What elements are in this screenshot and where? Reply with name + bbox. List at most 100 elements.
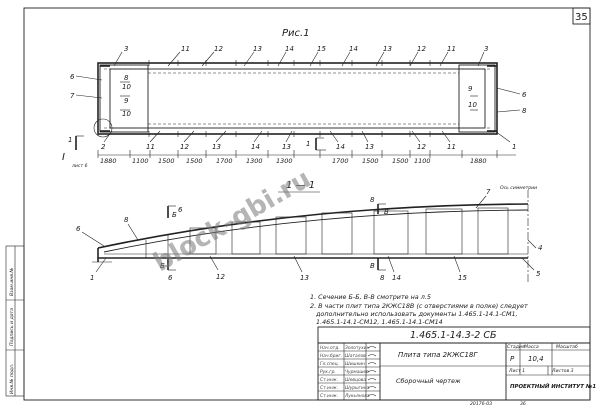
- callouts-bottom: 2 11 12 13 14 13 14 13 12 11 1: [101, 130, 516, 151]
- symmetry-axis-label: Ось симметрии: [500, 185, 537, 191]
- callout-label: 10: [468, 101, 477, 109]
- slab-inner-outline: [109, 68, 486, 129]
- dimension-value: 1500: [158, 157, 175, 165]
- callouts-right: 6 8 9 10: [468, 85, 527, 115]
- callout-label: 14: [251, 143, 260, 151]
- section-panels: [145, 207, 509, 258]
- document-code: 1.465.1-14.3-2 СБ: [410, 330, 497, 341]
- cut-mark-value: 8: [380, 274, 385, 282]
- callout-label: 13: [282, 143, 291, 151]
- dimension-value: 1300: [246, 157, 263, 165]
- section-callout: 1: [90, 274, 94, 282]
- callout-label: 7: [70, 92, 75, 100]
- callout-label: 14: [285, 45, 294, 53]
- callout-label: 11: [447, 143, 456, 151]
- note-line: дополнительно использовать документы 1.4…: [315, 310, 518, 318]
- organization: ПРОЕКТНЫЙ ИНСТИТУТ №1: [510, 382, 596, 390]
- callouts-left: 6 7 2 8 10 9 10: [70, 73, 131, 118]
- col-header: Масштаб: [556, 344, 578, 350]
- signature-rows: Нач.отд. Нач.бриг. Гл.спец. Рук.гр. Ст.и…: [320, 345, 377, 399]
- cut-mark-label: В: [370, 262, 375, 270]
- cut-mark-label: Б: [160, 262, 165, 270]
- callout-label: 11: [146, 143, 155, 151]
- section-callout: 13: [300, 274, 309, 282]
- section-title: 1 — 1: [286, 180, 315, 191]
- signer-name: Шаталов: [345, 353, 366, 359]
- stage-value: Р: [510, 355, 515, 363]
- signer-name: Лукьянова: [344, 393, 370, 399]
- callout-label: 12: [417, 143, 426, 151]
- section-mark-1-mid: 1: [306, 140, 310, 148]
- col-header: Стадия: [507, 344, 525, 350]
- section-callout: 15: [458, 274, 467, 282]
- bottom-num: 36: [520, 401, 526, 406]
- note-line: 2. В части плит типа 2КЖС18В (с отверсти…: [310, 302, 528, 310]
- callout-label: 13: [383, 45, 392, 53]
- callout-label: 14: [336, 143, 345, 151]
- note-line: 1. Сечение Б-Б, В-В смотрите на л.5: [310, 293, 431, 301]
- sheet-label: Лист 1: [508, 368, 525, 374]
- drawing-type: Сборочный чертеж: [396, 377, 461, 385]
- dimension-value: 1100: [132, 157, 149, 165]
- notes: 1. Сечение Б-Б, В-В смотрите на л.5 2. В…: [310, 293, 528, 326]
- watermark: block-gbi.ru: [149, 164, 317, 278]
- dimension-value: 1100: [414, 157, 431, 165]
- product-name: Плита типа 2КЖС18Г: [398, 351, 478, 359]
- cut-mark-value: 8: [370, 196, 375, 204]
- callout-label: 9: [468, 85, 473, 93]
- role-label: Нач.бриг.: [320, 353, 342, 359]
- callout-label: 2: [101, 143, 106, 151]
- sheets-label: Листов 3: [551, 368, 574, 374]
- callout-label: 12: [180, 143, 189, 151]
- callout-label: 14: [349, 45, 358, 53]
- role-label: Нач.отд.: [320, 345, 340, 351]
- callout-label: 11: [181, 45, 190, 53]
- dimension-value: 1500: [392, 157, 409, 165]
- cut-marks: Б 6 Б 6 В 8 В 8: [160, 196, 389, 282]
- bottom-code: 20176-03: [470, 401, 492, 406]
- title-block: 1.465.1-14.3-2 СБ Плита типа 2КЖС18Г Сбо…: [317, 326, 596, 401]
- page-number: 35: [575, 12, 588, 23]
- section-callout: 5: [536, 270, 541, 278]
- dimension-value: 1700: [216, 157, 233, 165]
- cut-mark-label: В: [384, 208, 389, 216]
- signer-name: Шишкин: [345, 361, 365, 367]
- callout-label: 3: [124, 45, 128, 53]
- callout-label: 3: [484, 45, 488, 53]
- callout-label: 10: [122, 110, 131, 118]
- callout-label: 15: [317, 45, 326, 53]
- section-mark-I: I: [62, 152, 65, 163]
- section-mark-1-left: 1: [68, 136, 72, 144]
- role-label: Рук.гр.: [320, 369, 336, 375]
- signer-name: Шевцова: [345, 377, 366, 383]
- mass-value: 10,4: [528, 355, 544, 363]
- side-stamp-label: Взам.инв.№: [9, 268, 15, 296]
- sheet-frame: [23, 7, 591, 401]
- callout-label: 10: [122, 83, 131, 91]
- section-view: 1 — 1 Ось симметрии: [76, 180, 542, 282]
- section-callout: 8: [124, 216, 129, 224]
- section-callout: 4: [538, 244, 542, 252]
- callout-label: 6: [70, 73, 75, 81]
- callout-label: 8: [522, 107, 527, 115]
- sheet-ref: лист 6: [71, 163, 88, 169]
- dimension-value: 1880: [470, 157, 487, 165]
- side-stamp-label: Инв.№ подл.: [9, 364, 15, 394]
- side-stamp: Инв.№ подл. Подпись и дата Взам.инв.№: [5, 245, 25, 397]
- callout-label: 8: [124, 74, 129, 82]
- role-label: Ст.инж.: [320, 393, 338, 399]
- callout-label: 13: [253, 45, 262, 53]
- callout-label: 12: [417, 45, 426, 53]
- callout-label: 13: [365, 143, 374, 151]
- end-panel-left: [99, 64, 149, 133]
- dimension-value: 1500: [186, 157, 203, 165]
- callout-label: 9: [124, 97, 129, 105]
- section-callout: 7: [486, 188, 491, 196]
- signer-name: Золотухин: [345, 345, 370, 351]
- role-label: Гл.спец.: [320, 361, 339, 367]
- cut-mark-value: 6: [178, 206, 183, 214]
- cut-mark-label: Б: [172, 211, 177, 219]
- dimension-value: 1300: [276, 157, 293, 165]
- plan-view: Рис.1: [62, 28, 527, 169]
